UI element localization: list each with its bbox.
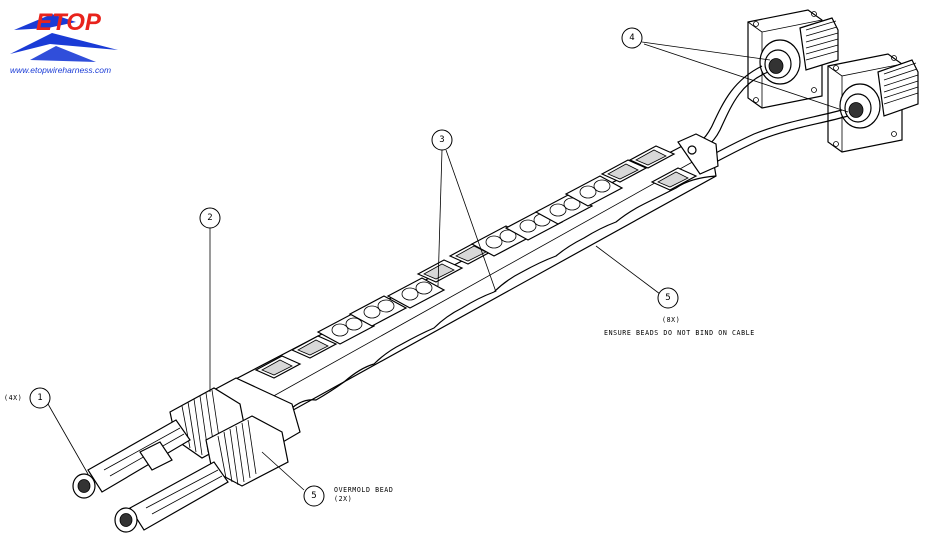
logo-swoosh-base [30, 46, 96, 62]
callout-5-overmold: 5 [303, 485, 325, 507]
note-qty-8x: (8X) [662, 316, 680, 324]
connector-lower [827, 53, 919, 153]
callout-3-number: 3 [439, 135, 444, 145]
callout-5-overmold-number: 5 [311, 491, 316, 501]
note-qty-4x: (4X) [4, 394, 22, 402]
callout-1-number: 1 [37, 393, 42, 403]
callout-2: 2 [199, 207, 221, 229]
logo-swoosh-top [14, 14, 76, 30]
logo-wordmark: ETOP [36, 9, 102, 36]
bead-chain [228, 133, 719, 415]
callout-2-number: 2 [207, 213, 212, 223]
callout-3: 3 [431, 129, 453, 151]
note-beads: ENSURE BEADS DO NOT BIND ON CABLE [604, 329, 755, 337]
logo-url: www.etopwireharness.com [10, 65, 111, 75]
leader-lines [47, 41, 849, 491]
note-overmold: OVERMOLD BEAD [334, 486, 393, 494]
callout-5-beads-number: 5 [665, 293, 670, 303]
etop-logo: ETOP www.etopwireharness.com [10, 9, 118, 75]
logo-swoosh-bottom [10, 33, 118, 54]
bead-cells [254, 145, 698, 379]
overmold-assembly [72, 377, 301, 533]
note-qty-2x: (2X) [334, 495, 352, 503]
callout-4-number: 4 [629, 33, 634, 43]
callout-1: 1 [29, 387, 51, 409]
callout-4: 4 [621, 27, 643, 49]
connector-upper [747, 9, 839, 109]
callout-5-beads: 5 [657, 287, 679, 309]
